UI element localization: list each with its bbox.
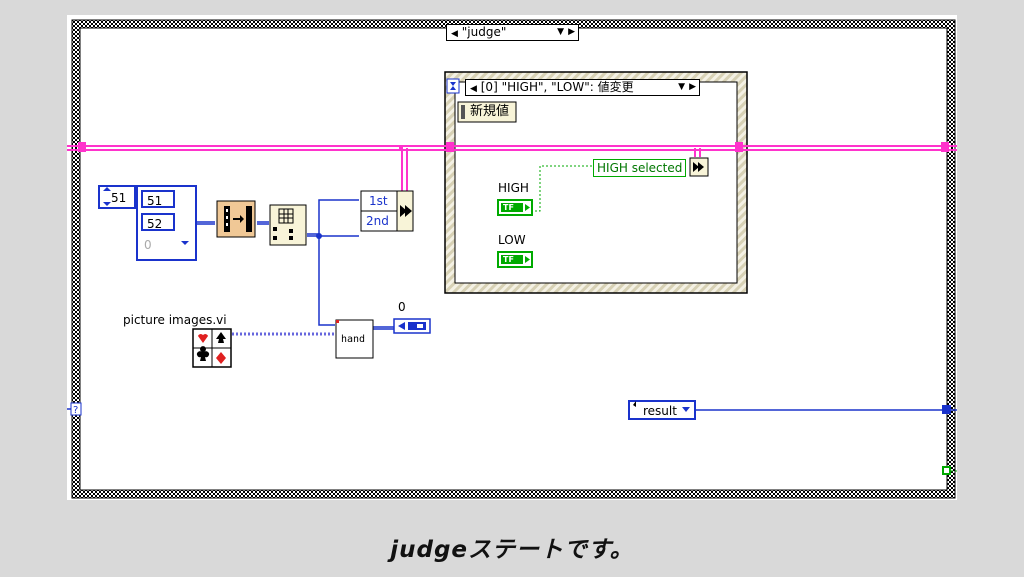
index-array-function[interactable] bbox=[269, 204, 307, 246]
array-index[interactable]: 51 bbox=[111, 191, 127, 205]
case-selector[interactable]: ◀ "judge" ▼ ▶ bbox=[446, 24, 579, 41]
bundle-label-1st[interactable]: 1st bbox=[369, 194, 388, 208]
boolean-wire bbox=[531, 165, 592, 212]
array-element-1[interactable]: 52 bbox=[141, 213, 175, 231]
case-selector-left-arrow[interactable]: ◀ bbox=[451, 29, 458, 39]
event-data-node[interactable] bbox=[457, 101, 517, 123]
chevron-down-icon bbox=[181, 241, 189, 245]
hand-subvi-label: hand bbox=[341, 334, 366, 345]
event-selector-left-arrow[interactable]: ◀ bbox=[470, 84, 477, 94]
caption: judgeステートです。 bbox=[390, 537, 634, 563]
picture-images-label: picture images.vi bbox=[123, 313, 227, 327]
shuffle-function[interactable] bbox=[216, 200, 256, 238]
result-label[interactable]: result bbox=[643, 404, 677, 418]
array-element-0[interactable]: 51 bbox=[141, 190, 175, 208]
high-tf-text: TF bbox=[503, 203, 514, 212]
low-tf-text: TF bbox=[503, 255, 514, 264]
high-control-label: HIGH bbox=[498, 181, 529, 195]
cluster-wire bbox=[67, 142, 957, 200]
chevron-down-icon[interactable]: ▼ bbox=[678, 82, 685, 92]
heart-icon bbox=[198, 334, 208, 343]
low-boolean-control[interactable] bbox=[497, 251, 533, 268]
array-element-2[interactable]: 0 bbox=[144, 238, 152, 252]
hand-subvi[interactable] bbox=[335, 319, 374, 359]
picture-indicator[interactable] bbox=[393, 318, 431, 334]
bundle-label-2nd[interactable]: 2nd bbox=[366, 214, 389, 228]
numeric-zero-label: 0 bbox=[398, 300, 406, 314]
chevron-down-icon[interactable]: ▼ bbox=[557, 27, 564, 37]
picture-images-subvi[interactable] bbox=[192, 328, 232, 368]
event-selector-right-arrow[interactable]: ▶ bbox=[689, 82, 696, 92]
low-control-label: LOW bbox=[498, 233, 526, 247]
input-tunnel[interactable] bbox=[70, 402, 82, 416]
result-enum-constant[interactable] bbox=[628, 400, 696, 420]
hourglass-icon bbox=[446, 78, 460, 94]
svg-text:?: ? bbox=[73, 405, 78, 416]
club-icon bbox=[196, 346, 210, 361]
block-diagram-canvas: ? ◀ "judge" ▼ ▶ ◀ [0] "HIGH", "LOW": 値変更… bbox=[67, 15, 957, 500]
high-selected-label[interactable]: HIGH selected bbox=[593, 159, 687, 177]
output-tunnel[interactable] bbox=[942, 405, 951, 414]
high-boolean-control[interactable] bbox=[497, 199, 533, 216]
case-selector-value: "judge" bbox=[461, 25, 507, 39]
case-selector-right-arrow[interactable]: ▶ bbox=[568, 27, 575, 37]
event-selector[interactable]: ◀ [0] "HIGH", "LOW": 値変更 ▼ ▶ bbox=[465, 79, 700, 96]
diamond-icon bbox=[216, 352, 226, 364]
bundle-by-name[interactable] bbox=[360, 190, 414, 232]
bundle-high-selected[interactable] bbox=[689, 157, 709, 177]
spade-icon bbox=[216, 332, 226, 343]
event-structure-frame[interactable] bbox=[444, 71, 748, 294]
numeric-wires bbox=[67, 199, 957, 411]
wire-junction bbox=[316, 233, 322, 239]
event-selector-value: [0] "HIGH", "LOW": 値変更 bbox=[480, 80, 634, 94]
new-value-label: 新規値 bbox=[470, 104, 510, 119]
